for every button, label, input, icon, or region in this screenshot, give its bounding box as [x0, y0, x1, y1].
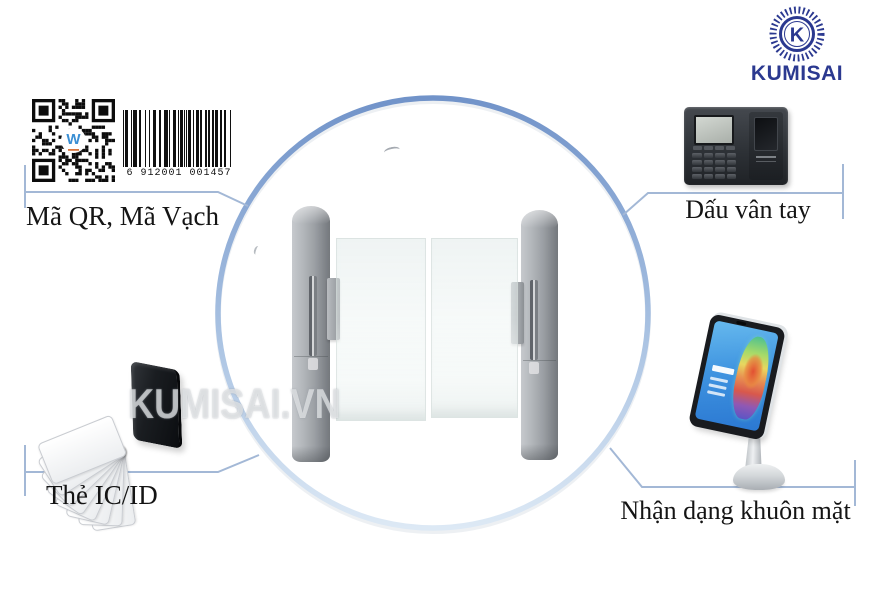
barcode-bar [212, 110, 214, 167]
barcode-bar [220, 110, 222, 167]
barcode-bar [178, 110, 180, 167]
face-recognition-terminal-image [687, 313, 813, 490]
function-key [726, 146, 735, 150]
barcode-digits: 6 912001 001457 [126, 168, 232, 179]
barcode-bar [125, 110, 128, 167]
barcode-bar [196, 110, 199, 167]
screen-title-line [711, 364, 735, 376]
barcode-bar [180, 110, 183, 167]
center-ring [215, 95, 651, 531]
keypad-key [703, 167, 713, 172]
keypad-key [715, 153, 725, 158]
barcode-bar [205, 110, 207, 167]
fingerprint-brand-strip-2 [756, 161, 776, 162]
fingerprint-brand-strip [756, 156, 776, 158]
function-key [715, 146, 724, 150]
fingerprint-function-keys [693, 146, 735, 150]
gate-pillar-notch [308, 358, 318, 370]
gate-glass-panel-left [336, 238, 426, 421]
barcode-bars [123, 110, 235, 167]
barcode-bar [131, 110, 133, 167]
keypad-key [726, 160, 736, 165]
keypad-key [726, 167, 736, 172]
gate-pillar-slot [530, 280, 538, 360]
function-key [704, 146, 713, 150]
gate-pillar-seam [294, 356, 328, 357]
barcode-bar [207, 110, 211, 167]
barcode-bar [152, 110, 157, 167]
callout-label-fingerprint: Dấu vân tay [685, 195, 811, 224]
keypad-key [692, 167, 702, 172]
barcode-image: 6 912001 001457 [123, 110, 235, 179]
brand-logo: K KUMISAI [742, 6, 852, 86]
terminal-tablet [687, 313, 787, 441]
screen-text-line [710, 376, 729, 383]
barcode-bar [123, 110, 125, 167]
keypad-key [703, 160, 713, 165]
screen-text-line [708, 383, 727, 390]
callout-label-face: Nhận dạng khuôn mặt [620, 496, 851, 525]
brand-name: KUMISAI [750, 62, 844, 85]
fingerprint-reader-image [684, 107, 788, 185]
barcode-bar [183, 110, 185, 167]
brand-emblem-letter: K [790, 25, 805, 47]
screen-text-line [707, 390, 726, 397]
keypad-key [703, 153, 713, 158]
fingerprint-device-lcd [694, 115, 734, 145]
callout-line-fingerprint [622, 164, 844, 219]
keypad-key [715, 167, 725, 172]
callout-line-qr [24, 165, 249, 208]
brand-emblem-icon: K [769, 6, 825, 62]
barcode-bar [214, 110, 219, 167]
gate-pillar-notch [529, 362, 539, 374]
keypad-key [703, 174, 713, 179]
barcode-bar [188, 110, 191, 167]
gate-pillar-right [511, 210, 558, 460]
callout-label-card: Thẻ IC/ID [46, 480, 158, 510]
callout-label-qr: Mã QR, Mã Vạch [26, 201, 219, 231]
barcode-bar [164, 110, 168, 167]
barcode-bar [173, 110, 176, 167]
barcode-bar [133, 110, 137, 167]
qr-center-logo: W [66, 131, 81, 148]
keypad-key [692, 160, 702, 165]
terminal-base [733, 464, 785, 490]
callout-lines [24, 164, 856, 506]
barcode-bar [149, 110, 151, 167]
thermal-face-graphic [727, 333, 775, 423]
gate-pillar-left [292, 206, 340, 462]
barcode-bar [144, 110, 146, 167]
terminal-screen [694, 320, 779, 432]
fingerprint-keypad [692, 153, 736, 179]
barcode-bar [168, 110, 170, 167]
barcode-bar [186, 110, 188, 167]
barcode-bar [158, 110, 161, 167]
barcode-bar [229, 110, 231, 167]
keypad-key [692, 174, 702, 179]
keypad-key [726, 153, 736, 158]
barcode-bar [223, 110, 227, 167]
fingerprint-sensor-panel [749, 112, 783, 180]
gate-pillar-seam [523, 360, 556, 361]
gate-glass-panel-right [431, 238, 518, 418]
keypad-key [692, 153, 702, 158]
barcode-bar [192, 110, 195, 167]
function-key [693, 146, 702, 150]
qr-code-image: W [32, 99, 115, 182]
keypad-key [726, 174, 736, 179]
keypad-key [715, 160, 725, 165]
gate-pillar-slot [309, 276, 317, 356]
fingerprint-sensor-window [754, 117, 778, 151]
barcode-bar [139, 110, 142, 167]
keypad-key [715, 174, 725, 179]
watermark-text: KUMISAI.VN [128, 380, 341, 427]
barcode-bar [199, 110, 203, 167]
callout-line-face [609, 447, 856, 506]
